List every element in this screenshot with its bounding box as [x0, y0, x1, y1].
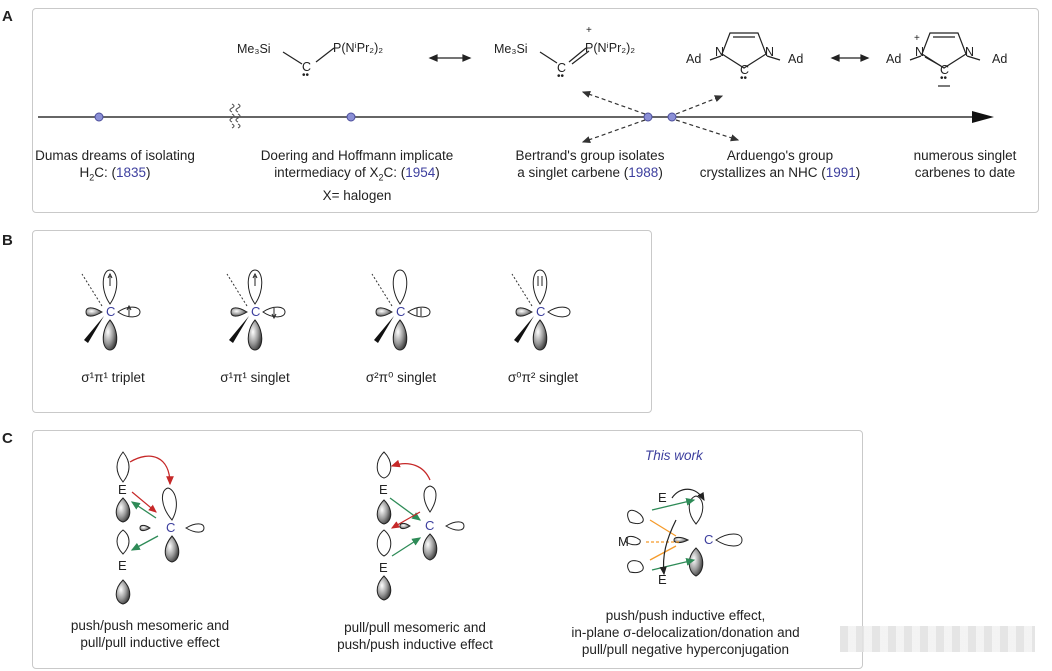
nhc-ad-left-1: Ad [686, 52, 702, 66]
scheme3-metal: M [618, 534, 629, 549]
state-label-triplet: σ¹π¹ triplet [81, 370, 145, 385]
orbital-singlet-3: C [511, 269, 571, 351]
nhc-lone-pair-1: •• [740, 73, 748, 84]
scheme2-e-bottom: E [379, 560, 388, 575]
timeline-marker-1991 [667, 112, 677, 122]
scheme-push-push [115, 451, 205, 605]
nhc-plus: + [914, 33, 920, 44]
scheme1-e-bottom: E [118, 558, 127, 573]
bertrand-me3si-2: Me₃Si [494, 42, 528, 56]
nhc-n-left-2: N [915, 45, 925, 59]
nhc-ad-right-1: Ad [788, 52, 804, 66]
scheme-pull-pull [376, 451, 465, 601]
scheme2-e-top: E [379, 482, 388, 497]
orbital-singlet-2: C [371, 269, 431, 351]
panel-label-a: A [2, 8, 13, 25]
state-label-singlet-3: σ⁰π² singlet [507, 370, 579, 385]
svg-text:C: C [106, 304, 115, 319]
bertrand-carbon-1: C [302, 60, 312, 74]
timeline-label-1954: Doering and Hoffmann implicate intermedi… [260, 148, 454, 203]
orbital-singlet-1: C [226, 269, 286, 351]
scheme3-carbon: C [704, 532, 714, 547]
scheme1-e-top: E [118, 482, 127, 497]
lone-pair-2: •• [557, 71, 565, 82]
nhc-ad-left-2: Ad [886, 52, 902, 66]
state-label-singlet-1: σ¹π¹ singlet [220, 370, 290, 385]
timeline-marker-1835 [94, 112, 104, 122]
svg-text:C: C [536, 304, 545, 319]
panel-a-box [32, 8, 1039, 213]
nhc-n-right-1: N [765, 45, 775, 59]
orbital-triplet: C [81, 269, 141, 351]
scheme-this-work [625, 488, 743, 577]
bertrand-pn-1: P(NⁱPr₂)₂ [333, 41, 384, 55]
timeline-label-1988: Bertrand's group isolates a singlet carb… [515, 148, 665, 180]
nhc-carbon-2: C [940, 63, 950, 77]
nhc-lone-pair-2: •• [940, 73, 948, 84]
lone-pair-1: •• [302, 70, 310, 81]
bertrand-pn-2: P(NⁱPr₂)₂ [585, 41, 636, 55]
panel-label-c: C [2, 430, 13, 447]
scheme2-carbon: C [425, 518, 435, 533]
svg-text:C: C [396, 304, 405, 319]
nhc-ring-right [909, 32, 981, 69]
panel-label-b: B [2, 232, 13, 249]
timeline-break [229, 103, 241, 129]
timeline-marker-1988 [643, 112, 653, 122]
state-label-singlet-2: σ²π⁰ singlet [365, 370, 437, 385]
scheme1-carbon: C [166, 520, 176, 535]
timeline-label-1991: Arduengo's group crystallizes an NHC (19… [699, 148, 861, 180]
nhc-ad-right-2: Ad [992, 52, 1008, 66]
nhc-carbon-1: C [740, 63, 750, 77]
scheme3-e-top: E [658, 490, 667, 505]
nhc-ring-left [709, 32, 781, 69]
blurred-watermark [840, 626, 1035, 652]
svg-text:C: C [251, 304, 260, 319]
timeline-arrowhead [972, 111, 994, 123]
nhc-n-left-1: N [715, 45, 725, 59]
this-work-label: This work [645, 448, 703, 463]
bertrand-carbon-2: C [557, 61, 567, 75]
panel-b-box [32, 230, 652, 413]
scheme3-e-bottom: E [658, 572, 667, 587]
bertrand-me3si-1: Me₃Si [237, 42, 271, 56]
timeline-marker-1954 [346, 112, 356, 122]
scheme3-description: push/push inductive effect,in-plane σ-de… [571, 608, 800, 657]
bertrand-plus: + [586, 25, 592, 36]
nhc-n-right-2: N [965, 45, 975, 59]
timeline-label-today: numerous singlet carbenes to date [913, 148, 1017, 180]
timeline-label-1835: Dumas dreams of isolating H2C: (1835) [35, 148, 195, 183]
